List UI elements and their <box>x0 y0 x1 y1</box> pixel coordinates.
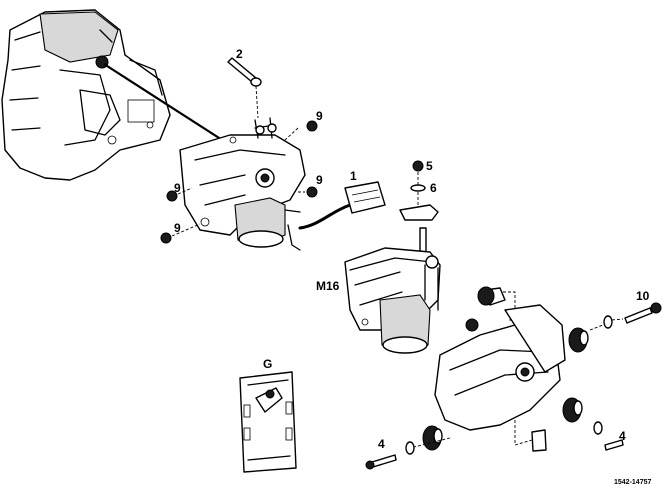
label-part-9c: 9 <box>316 173 323 187</box>
view-g-inset <box>239 371 297 473</box>
m16-control-unit <box>344 247 441 354</box>
screw-2 <box>227 57 262 119</box>
bolts-9 <box>160 120 318 244</box>
label-part-m16: M16 <box>316 279 340 293</box>
label-part-6: 6 <box>430 181 437 195</box>
engine-housing <box>1 9 231 181</box>
label-part-9d: 9 <box>174 221 181 235</box>
label-part-9b: 9 <box>174 181 181 195</box>
label-view-g: G <box>263 357 272 371</box>
part-labels: 2 9 9 9 9 1 5 6 M16 10 G 4 4 1542-14757 <box>174 47 651 486</box>
connector-plug <box>344 181 386 214</box>
label-part-5: 5 <box>426 159 433 173</box>
label-part-4a: 4 <box>378 437 385 451</box>
drawing-code: 1542-14757 <box>614 479 651 486</box>
label-part-4b: 4 <box>619 429 626 443</box>
label-part-2: 2 <box>236 47 243 61</box>
label-part-10: 10 <box>636 289 650 303</box>
nut-washer-stud <box>399 160 439 253</box>
label-part-9a: 9 <box>316 109 323 123</box>
mounting-bracket <box>365 286 662 470</box>
upper-actuator-assembly <box>179 117 386 251</box>
label-part-1: 1 <box>350 169 357 183</box>
